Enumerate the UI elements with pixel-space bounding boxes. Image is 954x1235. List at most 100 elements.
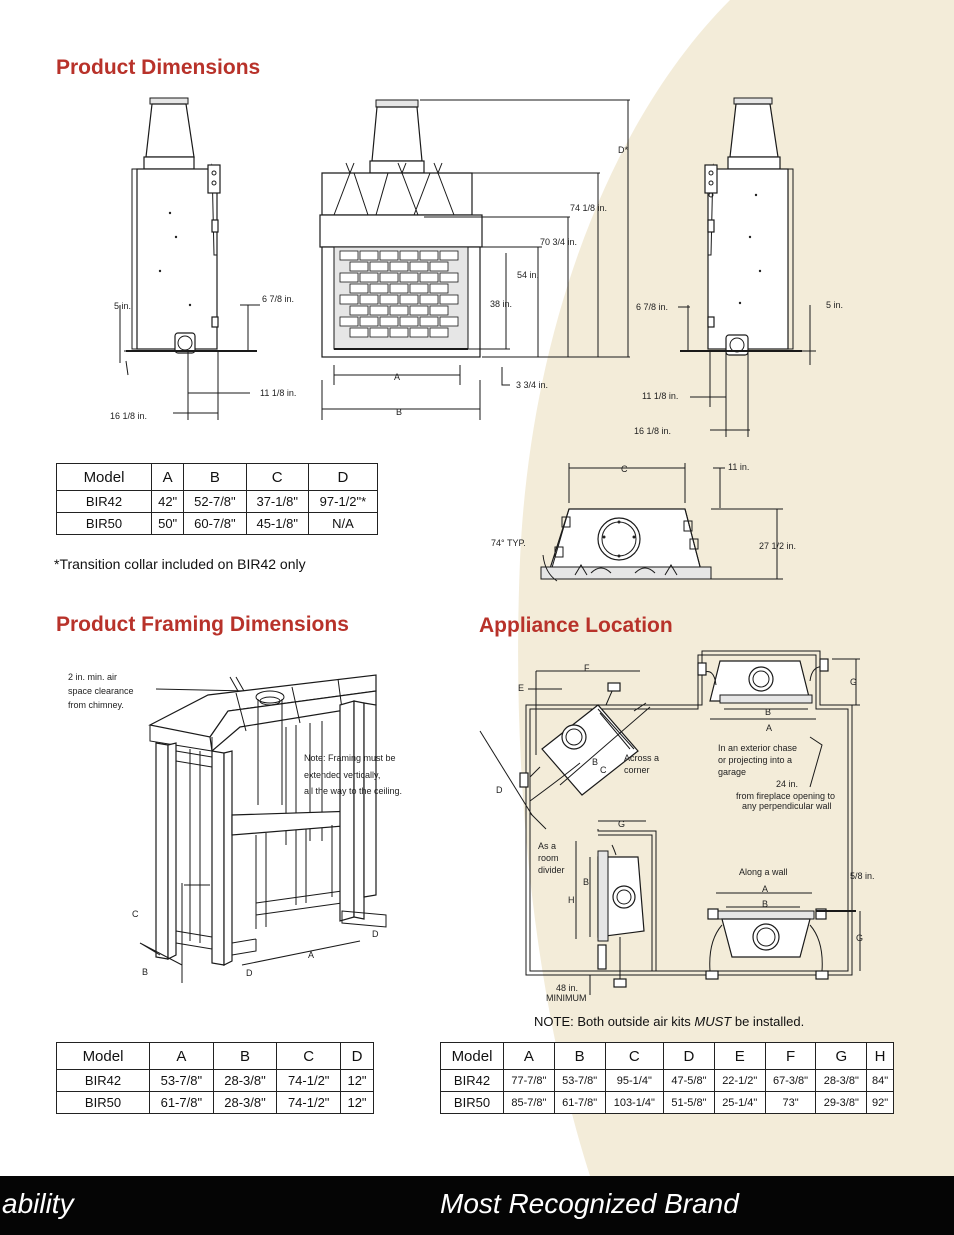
cell: BIR50: [56, 512, 152, 535]
footer-band: ability Most Recognized Brand: [0, 1176, 954, 1235]
loc-B-corner: B: [592, 757, 598, 767]
cell: 74-1/2": [276, 1069, 342, 1092]
framing-label-D1: D: [246, 968, 253, 978]
cell: 28-3/8": [815, 1069, 868, 1092]
outside-air-note-text: NOTE: Both outside air kits: [534, 1014, 695, 1029]
outside-air-note: NOTE: Both outside air kits MUST be inst…: [534, 1014, 804, 1029]
cell: 84": [866, 1069, 894, 1092]
product-dimensions-heading: Product Dimensions: [56, 56, 261, 79]
cell: 74-1/2": [276, 1091, 342, 1114]
cell: 92": [866, 1091, 894, 1114]
transition-note: *Transition collar included on BIR42 onl…: [54, 556, 306, 572]
cell: BIR42: [440, 1069, 504, 1092]
cell: BIR42: [56, 1069, 150, 1092]
cell: BIR50: [56, 1091, 150, 1114]
loc-C-corner: C: [600, 765, 607, 775]
dim-6-7-8-right: 6 7/8 in.: [636, 302, 668, 312]
cell: 53-7/8": [553, 1069, 606, 1092]
cell: 50": [150, 512, 185, 535]
cell: 95-1/4": [604, 1069, 665, 1092]
clearance-line-1: 2 in. min. air: [68, 672, 117, 682]
front-view-diagram: D* 74 1/8 in. 70 3/4 in. 54 in. 38 in. 3…: [319, 99, 630, 420]
loc-B-wall: B: [762, 899, 768, 909]
col-e: E: [713, 1042, 766, 1070]
col-c: C: [245, 463, 309, 491]
across-line-1: Across a: [624, 753, 659, 763]
cell: 103-1/4": [604, 1091, 665, 1114]
dim-C-top: C: [621, 464, 628, 474]
table-header-row: Model A B C D: [56, 1042, 374, 1070]
col-d: D: [663, 1042, 715, 1070]
dim-3-3-4: 3 3/4 in.: [516, 380, 548, 390]
framing-label-A: A: [308, 950, 314, 960]
loc-D: D: [496, 785, 503, 795]
exterior-line-3: garage: [718, 767, 746, 777]
col-g: G: [815, 1042, 868, 1070]
framing-table: Model A B C D BIR42 53-7/8" 28-3/8" 74-1…: [56, 1042, 374, 1114]
cell: 47-5/8": [663, 1069, 715, 1092]
dimensions-table: Model A B C D BIR42 42" 52-7/8" 37-1/8" …: [56, 463, 379, 535]
outside-air-note-suffix: be installed.: [731, 1014, 805, 1029]
cell: 73": [764, 1091, 817, 1114]
col-c: C: [604, 1042, 665, 1070]
dim-11in-top: 11 in.: [728, 462, 749, 472]
top-view-diagram: C 11 in. 74° TYP. 27 1/2 in.: [491, 462, 796, 582]
dim-A-front: A: [394, 372, 400, 382]
col-model: Model: [440, 1042, 504, 1070]
footer-brand-text: Most Recognized Brand: [440, 1188, 739, 1219]
room-line-2: room: [538, 853, 559, 863]
framing-label-D2: D: [372, 929, 379, 939]
col-d: D: [307, 463, 379, 491]
col-a: A: [150, 463, 185, 491]
table-row: BIR42 53-7/8" 28-3/8" 74-1/2" 12": [56, 1069, 374, 1092]
dim-6-7-8-left: 6 7/8 in.: [262, 294, 294, 304]
framing-label-B: B: [142, 967, 148, 977]
loc-G-divider: G: [618, 819, 625, 829]
loc-B-top: B: [765, 707, 771, 717]
side-view-left-diagram: 5 in. 6 7/8 in. 11 1/8 in. 16 1/8 in.: [110, 97, 296, 421]
footer-left-text: ability: [2, 1188, 74, 1219]
dim-24-line-2: from fireplace opening to: [736, 791, 835, 801]
cell: N/A: [307, 512, 379, 535]
cell: 53-7/8": [149, 1069, 214, 1092]
exterior-line-1: In an exterior chase: [718, 743, 797, 753]
cell: 29-3/8": [815, 1091, 868, 1114]
col-a: A: [149, 1042, 214, 1070]
table-row: BIR42 77-7/8" 53-7/8" 95-1/4" 47-5/8" 22…: [440, 1069, 894, 1092]
cell: 12": [340, 1069, 374, 1092]
clearance-line-3: from chimney.: [68, 700, 124, 710]
side-view-right-diagram: 6 7/8 in. 5 in. 11 1/8 in. 16 1/8 in.: [634, 97, 843, 437]
cell: 77-7/8": [503, 1069, 555, 1092]
dim-five-eighths: 5/8 in.: [850, 871, 875, 881]
across-line-2: corner: [624, 765, 650, 775]
cell: 97-1/2"*: [307, 490, 379, 513]
dim-16-1-8-right: 16 1/8 in.: [634, 426, 671, 436]
exterior-line-2: or projecting into a: [718, 755, 792, 765]
loc-G-wall: G: [856, 933, 863, 943]
cell: 12": [340, 1091, 374, 1114]
framing-note-line-1: Note: Framing must be: [304, 753, 396, 763]
col-c: C: [276, 1042, 342, 1070]
dim-5in-right: 5 in.: [826, 300, 843, 310]
dim-70-3-4: 70 3/4 in.: [540, 237, 577, 247]
minimum-line-1: 48 in.: [556, 983, 578, 993]
along-wall-label: Along a wall: [739, 867, 788, 877]
col-a: A: [503, 1042, 555, 1070]
dim-74-1-8: 74 1/8 in.: [570, 203, 607, 213]
cell: 42": [150, 490, 185, 513]
cell: BIR42: [56, 490, 152, 513]
table-header-row: Model A B C D: [56, 463, 379, 491]
cell: 45-1/8": [245, 512, 309, 535]
cell: 52-7/8": [183, 490, 247, 513]
dim-54: 54 in.: [517, 270, 539, 280]
outside-air-note-must: MUST: [694, 1014, 732, 1029]
table-row: BIR50 50" 60-7/8" 45-1/8" N/A: [56, 512, 379, 535]
angle-74-typ: 74° TYP.: [491, 538, 526, 548]
dim-38: 38 in.: [490, 299, 512, 309]
cell: 60-7/8": [183, 512, 247, 535]
cell: 85-7/8": [503, 1091, 555, 1114]
framing-label-C: C: [132, 909, 139, 919]
appliance-location-diagram: B A G In an exterior chase or projecting…: [479, 650, 875, 1003]
table-header-row: Model A B C D E F G H: [440, 1042, 894, 1070]
cell: 61-7/8": [149, 1091, 214, 1114]
